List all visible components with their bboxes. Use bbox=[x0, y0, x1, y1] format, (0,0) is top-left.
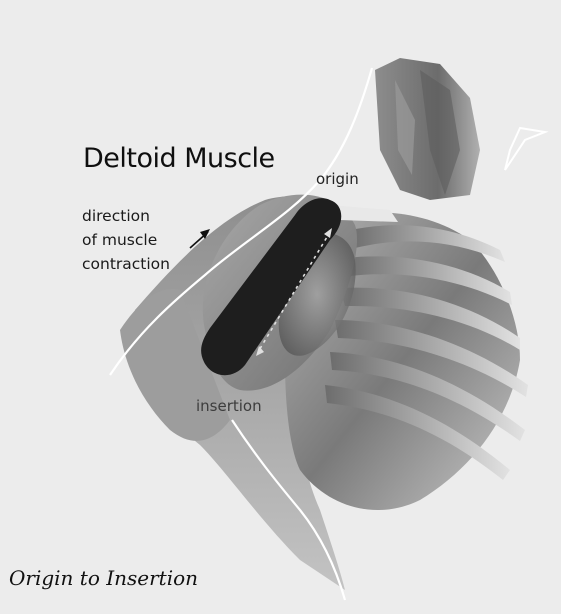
insertion-label: insertion bbox=[196, 397, 262, 415]
figure-caption: Origin to Insertion bbox=[9, 566, 198, 590]
contraction-direction-label: direction of muscle contraction bbox=[82, 204, 170, 276]
direction-line-3: contraction bbox=[82, 252, 170, 276]
neck-outline bbox=[505, 128, 545, 170]
direction-line-2: of muscle bbox=[82, 228, 170, 252]
diagram-title: Deltoid Muscle bbox=[83, 143, 275, 174]
direction-line-1: direction bbox=[82, 204, 170, 228]
origin-label: origin bbox=[316, 170, 359, 188]
